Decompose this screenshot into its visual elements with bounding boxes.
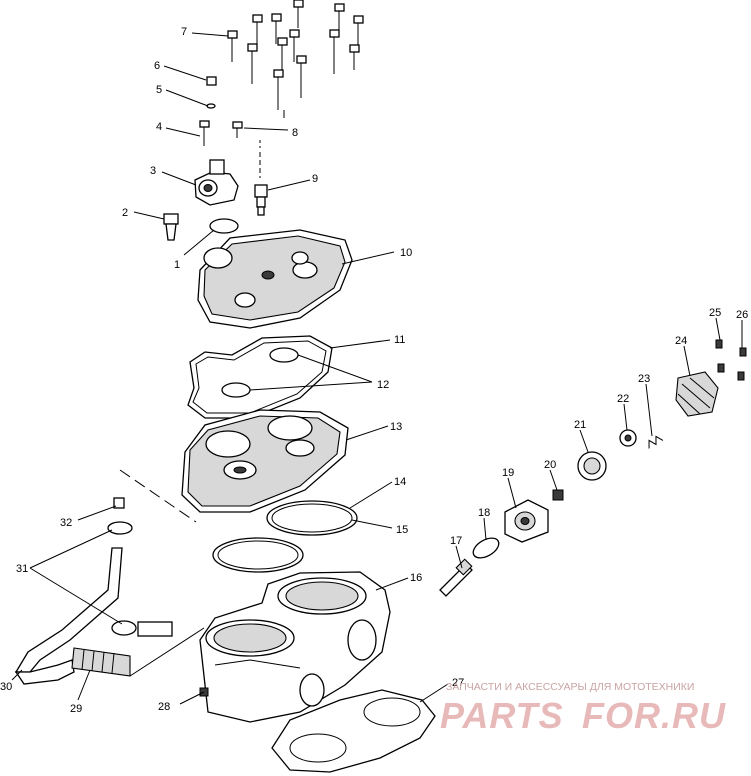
callout-12: 12 (377, 379, 389, 391)
watermark-tagline: ЗАПЧАСТИ И АКСЕССУАРЫ ДЛЯ МОТОТЕХНИКИ (446, 681, 694, 693)
callout-2: 2 (122, 207, 128, 219)
callout-17: 17 (450, 535, 462, 547)
callout-32: 32 (60, 517, 72, 529)
watermark: ЗАПЧАСТИ И АКСЕССУАРЫ ДЛЯ МОТОТЕХНИКИ PA… (440, 681, 726, 736)
callout-5: 5 (156, 84, 162, 96)
small-hardware (199, 76, 261, 178)
callout-19: 19 (502, 467, 514, 479)
watermark-logo-left: PARTS (440, 695, 564, 736)
o-rings (212, 500, 358, 573)
temperature-sensor (254, 184, 268, 216)
callout-18: 18 (478, 507, 490, 519)
leader-lines (11, 32, 743, 705)
callout-4: 4 (156, 121, 162, 133)
thermostat-housing (194, 159, 239, 206)
cylinder-head (119, 409, 349, 523)
callout-16: 16 (410, 572, 422, 584)
callout-8: 8 (292, 127, 298, 139)
water-pump-assembly (439, 339, 747, 597)
callout-10: 10 (400, 247, 412, 259)
callout-7: 7 (181, 26, 187, 38)
watermark-logo-right: FOR.RU (582, 695, 726, 736)
callout-23: 23 (638, 373, 650, 385)
callout-15: 15 (396, 524, 408, 536)
cylinder-head-bolts (227, 0, 364, 118)
callout-14: 14 (394, 476, 406, 488)
fitting (163, 213, 179, 241)
coolant-hoses (14, 497, 209, 697)
callout-1: 1 (174, 259, 180, 271)
head-cover (197, 229, 353, 329)
callout-26: 26 (736, 309, 748, 321)
callout-22: 22 (617, 393, 629, 405)
callout-3: 3 (150, 165, 156, 177)
callout-24: 24 (675, 335, 687, 347)
base-gasket (271, 689, 436, 773)
head-gasket (187, 335, 333, 419)
callout-27: 27 (452, 677, 464, 689)
callout-25: 25 (709, 307, 721, 319)
callout-6: 6 (154, 60, 160, 72)
callout-31: 31 (16, 563, 28, 575)
o-ring (209, 218, 239, 234)
callout-13: 13 (390, 421, 402, 433)
callout-28: 28 (158, 701, 170, 713)
callout-labels: 1 2 3 4 5 6 7 8 9 10 11 12 13 14 15 16 1… (0, 26, 748, 715)
callout-9: 9 (312, 173, 318, 185)
callout-20: 20 (544, 459, 556, 471)
callout-30: 30 (0, 681, 12, 693)
callout-29: 29 (70, 703, 82, 715)
callout-11: 11 (394, 334, 405, 346)
callout-21: 21 (574, 419, 586, 431)
cylinder-block (199, 571, 391, 723)
